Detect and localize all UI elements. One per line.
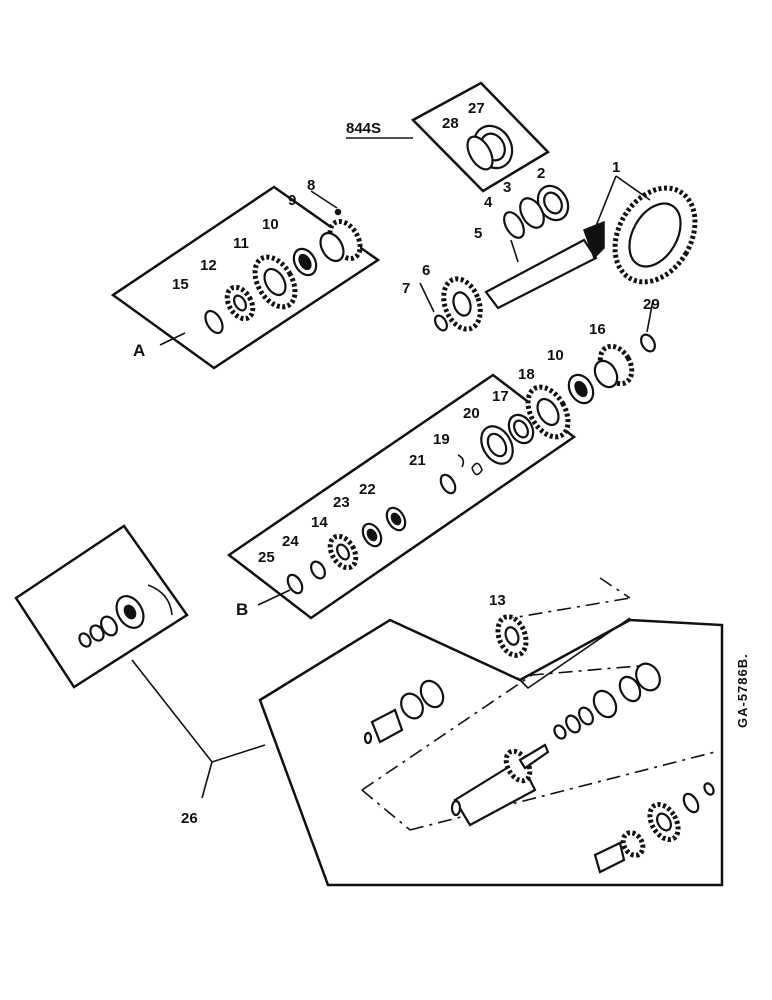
callout-12: 12 bbox=[200, 257, 217, 274]
callout-13: 13 bbox=[489, 592, 506, 609]
gear-13 bbox=[495, 614, 529, 658]
callout-17: 17 bbox=[492, 388, 509, 405]
callout-3: 3 bbox=[503, 179, 511, 196]
bearing-10-b bbox=[567, 373, 595, 405]
frame-26-large bbox=[258, 618, 724, 887]
washer-24 bbox=[310, 560, 326, 580]
group-label-b: B bbox=[236, 600, 248, 619]
leader-26 bbox=[131, 659, 266, 799]
frame-26-small bbox=[14, 524, 189, 689]
callout-14: 14 bbox=[311, 514, 328, 531]
gear-11 bbox=[252, 254, 298, 310]
ring-gear-1 bbox=[612, 185, 698, 285]
callout-numbers: 1 2 3 4 5 6 7 8 9 10 11 12 15 16 10 29 1… bbox=[172, 100, 660, 827]
callout-22: 22 bbox=[359, 481, 376, 498]
callout-6: 6 bbox=[422, 262, 430, 279]
callout-15: 15 bbox=[172, 276, 189, 293]
callout-26: 26 bbox=[181, 810, 198, 827]
gear-9 bbox=[319, 208, 363, 263]
frame-844s bbox=[346, 81, 550, 193]
ring-3 bbox=[519, 197, 545, 229]
axis-lines bbox=[361, 577, 716, 831]
callout-5: 5 bbox=[474, 225, 482, 242]
callout-16: 16 bbox=[589, 321, 606, 338]
pinion-shaft-5 bbox=[484, 220, 605, 310]
callout-20: 20 bbox=[463, 405, 480, 422]
callout-7: 7 bbox=[402, 280, 410, 297]
callout-1: 1 bbox=[612, 159, 620, 176]
frame-b bbox=[226, 373, 577, 620]
kit-26-small-parts bbox=[78, 584, 173, 648]
callout-10-b: 10 bbox=[547, 347, 564, 364]
clip-19 bbox=[457, 454, 483, 476]
callout-25: 25 bbox=[258, 549, 275, 566]
callout-8: 8 bbox=[307, 177, 315, 194]
snapring-25 bbox=[286, 573, 304, 595]
callout-23: 23 bbox=[333, 494, 350, 511]
callout-18: 18 bbox=[518, 366, 535, 383]
drawing-code: GA-5786B. bbox=[735, 653, 750, 728]
callout-19: 19 bbox=[433, 431, 450, 448]
callout-11: 11 bbox=[233, 235, 249, 252]
callout-9: 9 bbox=[288, 192, 296, 209]
callout-28: 28 bbox=[442, 115, 459, 132]
callout-21: 21 bbox=[409, 452, 426, 469]
callout-27: 27 bbox=[468, 100, 485, 117]
washer-20 bbox=[480, 425, 514, 465]
callout-4: 4 bbox=[484, 194, 493, 211]
gear-14 bbox=[327, 533, 359, 571]
gear-6 bbox=[441, 276, 483, 332]
snapring-21 bbox=[439, 473, 457, 495]
frame-a bbox=[110, 185, 381, 370]
gear-16 bbox=[593, 343, 635, 389]
snapring-4 bbox=[503, 211, 525, 239]
ring-17 bbox=[507, 413, 535, 445]
leader-lines bbox=[310, 175, 654, 333]
model-label: 844S bbox=[346, 120, 381, 137]
kit-26-large-parts bbox=[363, 662, 715, 874]
callout-24: 24 bbox=[282, 533, 299, 550]
bearing-27-28 bbox=[466, 124, 514, 171]
washer-29 bbox=[640, 333, 656, 353]
callout-29: 29 bbox=[643, 296, 660, 313]
bearing-10-a bbox=[292, 247, 318, 277]
gear-18 bbox=[525, 384, 571, 440]
callout-2: 2 bbox=[537, 165, 545, 182]
gear-12 bbox=[224, 284, 256, 322]
washer-7 bbox=[434, 314, 448, 332]
bearing-2 bbox=[536, 184, 570, 222]
bearing-22 bbox=[385, 506, 407, 532]
callout-10-a: 10 bbox=[262, 216, 279, 233]
bearing-23 bbox=[361, 522, 383, 548]
snapring-15 bbox=[204, 309, 224, 335]
group-label-a: A bbox=[133, 341, 145, 360]
